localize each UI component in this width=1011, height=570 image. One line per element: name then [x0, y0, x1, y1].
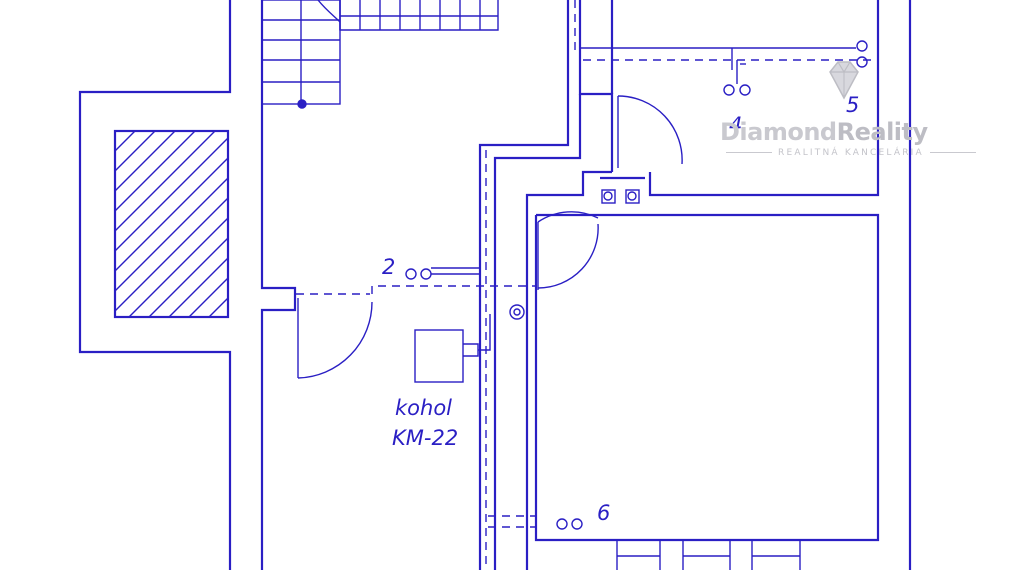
label-point-4: 4: [729, 113, 742, 137]
watermark-tagline: REALITNÁ KANCELÁRIA: [720, 148, 966, 158]
watermark-brand: DiamondReality: [720, 118, 928, 146]
doors: [297, 95, 801, 570]
inner-walls: [478, 0, 912, 570]
diamond-icon: [829, 61, 859, 100]
label-point-6: 6: [597, 501, 610, 525]
watermark-tagline-text: REALITNÁ KANCELÁRIA: [778, 148, 924, 158]
staircase: [261, 0, 499, 109]
watermark-brand-part1: Diamond: [720, 118, 837, 146]
outer-walls: [78, 0, 297, 570]
label-boiler-name: kohol: [395, 396, 452, 420]
watermark-logo: DiamondReality REALITNÁ KANCELÁRIA: [720, 58, 970, 168]
fixtures: [405, 40, 868, 530]
dashed-lines: [296, 0, 878, 570]
watermark-brand-part2: Reality: [836, 118, 929, 146]
chimney-hatched-block: [113, 129, 230, 319]
boiler-unit: [414, 314, 491, 383]
label-point-2: 2: [382, 255, 395, 279]
label-boiler-model: KM-22: [392, 426, 458, 450]
label-point-5: 5: [846, 93, 859, 117]
